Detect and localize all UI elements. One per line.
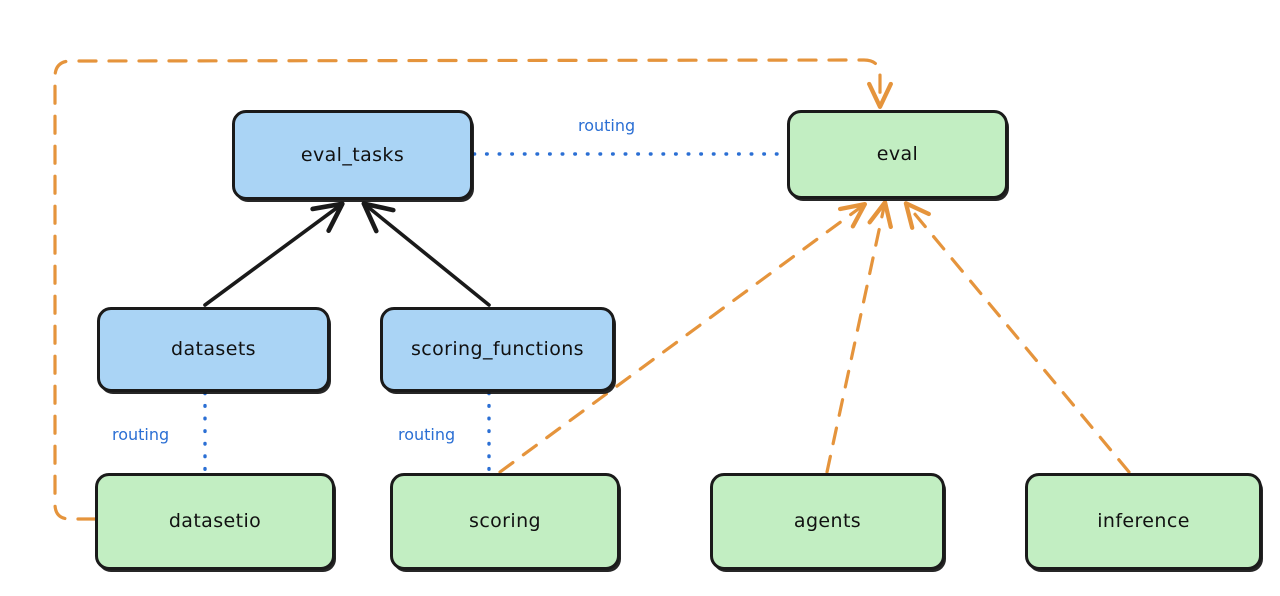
node-label: eval_tasks: [300, 143, 405, 166]
edge-scoring_functions-to-eval_tasks: [361, 201, 491, 307]
node-datasetio[interactable]: datasetio: [95, 473, 335, 570]
edge-agents-to-eval: [825, 200, 893, 474]
edge-label-routing-datasets-datasetio: routing: [112, 425, 170, 444]
node-label: datasets: [171, 338, 256, 360]
node-label: eval: [876, 143, 919, 165]
node-datasets[interactable]: datasets: [97, 307, 330, 392]
edge-datasets-to-eval_tasks: [203, 201, 345, 307]
edge-label-routing-scoring_functions-scoring: routing: [398, 425, 456, 444]
node-inference[interactable]: inference: [1025, 473, 1262, 570]
edge-label-routing-eval_tasks-eval: routing: [578, 116, 636, 135]
node-label: inference: [1097, 510, 1190, 532]
node-eval_tasks[interactable]: eval_tasks: [232, 110, 473, 200]
node-label: agents: [793, 510, 862, 532]
node-scoring[interactable]: scoring: [390, 473, 620, 570]
node-label: scoring: [469, 510, 541, 532]
node-scoring_functions[interactable]: scoring_functions: [380, 307, 615, 392]
node-agents[interactable]: agents: [710, 473, 945, 570]
node-eval[interactable]: eval: [787, 110, 1008, 199]
node-label: datasetio: [168, 510, 262, 532]
edge-inference-to-eval: [903, 201, 1131, 474]
node-label: scoring_functions: [411, 338, 584, 360]
